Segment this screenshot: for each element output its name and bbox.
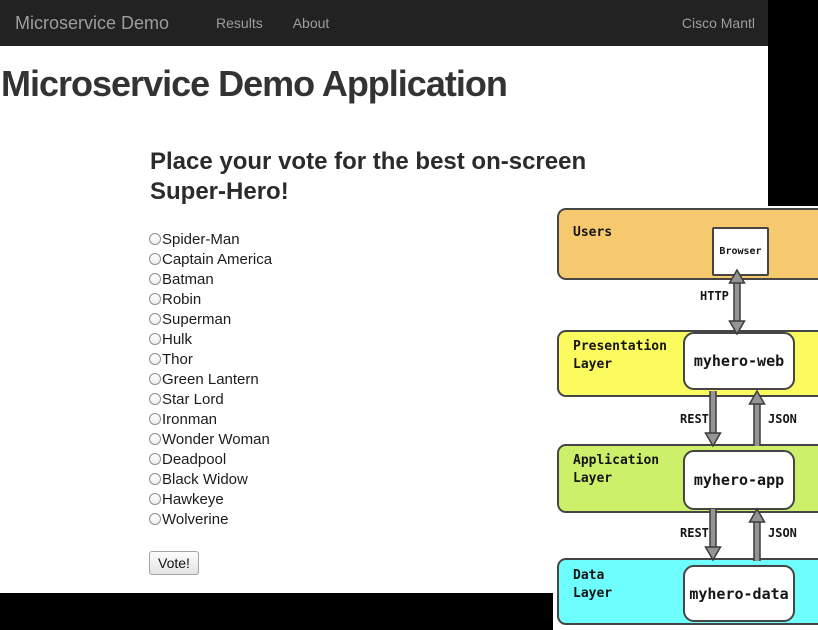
radio-button-icon[interactable] xyxy=(149,233,161,245)
vote-button[interactable]: Vote! xyxy=(149,551,199,575)
radio-button-icon[interactable] xyxy=(149,313,161,325)
json-label-2: JSON xyxy=(768,526,797,540)
layer-label-users: Users xyxy=(573,224,612,242)
layer-label-data: Data Layer xyxy=(573,567,612,603)
radio-button-icon[interactable] xyxy=(149,353,161,365)
hero-radio-row[interactable]: Star Lord xyxy=(149,389,272,409)
hero-label: Spider-Man xyxy=(162,230,240,248)
diagram-layer-application: Application Layer myhero-app xyxy=(557,444,818,513)
navbar-links: Results About xyxy=(201,0,344,46)
vote-prompt-line1: Place your vote for the best on-screen xyxy=(150,148,587,175)
hero-radio-row[interactable]: Wolverine xyxy=(149,509,272,529)
radio-button-icon[interactable] xyxy=(149,293,161,305)
http-arrow xyxy=(728,268,746,336)
hero-radio-list: Spider-Man Captain America Batman Robin … xyxy=(149,229,272,529)
json-arrow-2 xyxy=(748,507,766,561)
hero-radio-row[interactable]: Batman xyxy=(149,269,272,289)
navbar-brand[interactable]: Microservice Demo xyxy=(15,12,170,33)
layer-label-line: Data xyxy=(573,568,605,583)
vote-prompt: Place your vote for the best on-screen S… xyxy=(150,147,586,207)
hero-label: Captain America xyxy=(162,250,273,268)
hero-label: Ironman xyxy=(162,410,218,428)
hero-label: Deadpool xyxy=(162,450,227,468)
rest-label-2: REST xyxy=(680,526,709,540)
json-arrow-1 xyxy=(748,389,766,446)
diagram-layer-users: Users Browser xyxy=(557,208,818,280)
diagram-layer-data: Data Layer myhero-data xyxy=(557,558,818,625)
layer-label-line: Users xyxy=(573,225,613,240)
diagram-layer-presentation: Presentation Layer myhero-web xyxy=(557,330,818,397)
hero-radio-row[interactable]: Ironman xyxy=(149,409,272,429)
radio-button-icon[interactable] xyxy=(149,333,161,345)
hero-label: Black Widow xyxy=(162,470,248,488)
layer-label-line: Presentation xyxy=(573,339,667,354)
rest-label-1: REST xyxy=(680,412,709,426)
hero-label: Hawkeye xyxy=(162,490,224,508)
layer-label-application: Application Layer xyxy=(573,452,659,488)
layer-label-line: Layer xyxy=(573,471,613,486)
hero-label: Robin xyxy=(162,290,202,308)
radio-button-icon[interactable] xyxy=(149,413,161,425)
hero-radio-row[interactable]: Wonder Woman xyxy=(149,429,272,449)
layer-label-line: Application xyxy=(573,453,660,468)
hero-label: Green Lantern xyxy=(162,370,259,388)
layer-label-line: Layer xyxy=(573,357,613,372)
http-label: HTTP xyxy=(700,289,729,303)
hero-radio-row[interactable]: Green Lantern xyxy=(149,369,272,389)
json-label-1: JSON xyxy=(768,412,797,426)
hero-label: Star Lord xyxy=(162,390,224,408)
radio-button-icon[interactable] xyxy=(149,393,161,405)
hero-radio-row[interactable]: Robin xyxy=(149,289,272,309)
radio-button-icon[interactable] xyxy=(149,253,161,265)
radio-button-icon[interactable] xyxy=(149,513,161,525)
radio-button-icon[interactable] xyxy=(149,493,161,505)
radio-button-icon[interactable] xyxy=(149,433,161,445)
radio-button-icon[interactable] xyxy=(149,453,161,465)
rest-arrow-1 xyxy=(704,391,722,448)
hero-radio-row[interactable]: Captain America xyxy=(149,249,272,269)
vote-prompt-line2: Super-Hero! xyxy=(150,178,289,205)
hero-label: Batman xyxy=(162,270,214,288)
diagram-arrows xyxy=(704,268,766,562)
hero-radio-row[interactable]: Hawkeye xyxy=(149,489,272,509)
node-myhero-app: myhero-app xyxy=(683,450,795,510)
nav-link-results[interactable]: Results xyxy=(216,15,263,31)
layer-label-presentation: Presentation Layer xyxy=(573,338,667,374)
radio-button-icon[interactable] xyxy=(149,473,161,485)
hero-radio-row[interactable]: Black Widow xyxy=(149,469,272,489)
layer-label-line: Layer xyxy=(573,586,613,601)
radio-button-icon[interactable] xyxy=(149,373,161,385)
navbar-right-label[interactable]: Cisco Mantl xyxy=(681,15,755,31)
hero-radio-row[interactable]: Thor xyxy=(149,349,272,369)
hero-radio-row[interactable]: Superman xyxy=(149,309,272,329)
hero-radio-row[interactable]: Deadpool xyxy=(149,449,272,469)
architecture-diagram: Users Browser Presentation Layer myhero-… xyxy=(553,206,818,630)
radio-button-icon[interactable] xyxy=(149,273,161,285)
hero-label: Superman xyxy=(162,310,232,328)
hero-label: Wonder Woman xyxy=(162,430,270,448)
hero-radio-row[interactable]: Spider-Man xyxy=(149,229,272,249)
node-myhero-web: myhero-web xyxy=(683,332,795,390)
page-title: Microservice Demo Application xyxy=(1,63,508,104)
hero-label: Wolverine xyxy=(162,510,229,528)
node-browser: Browser xyxy=(712,227,769,276)
hero-radio-row[interactable]: Hulk xyxy=(149,329,272,349)
hero-label: Hulk xyxy=(162,330,193,348)
hero-label: Thor xyxy=(162,350,193,368)
navbar: Microservice Demo Results About Cisco Ma… xyxy=(0,0,768,46)
node-myhero-data: myhero-data xyxy=(683,565,795,622)
nav-link-about[interactable]: About xyxy=(292,15,330,31)
rest-arrow-2 xyxy=(704,509,722,562)
